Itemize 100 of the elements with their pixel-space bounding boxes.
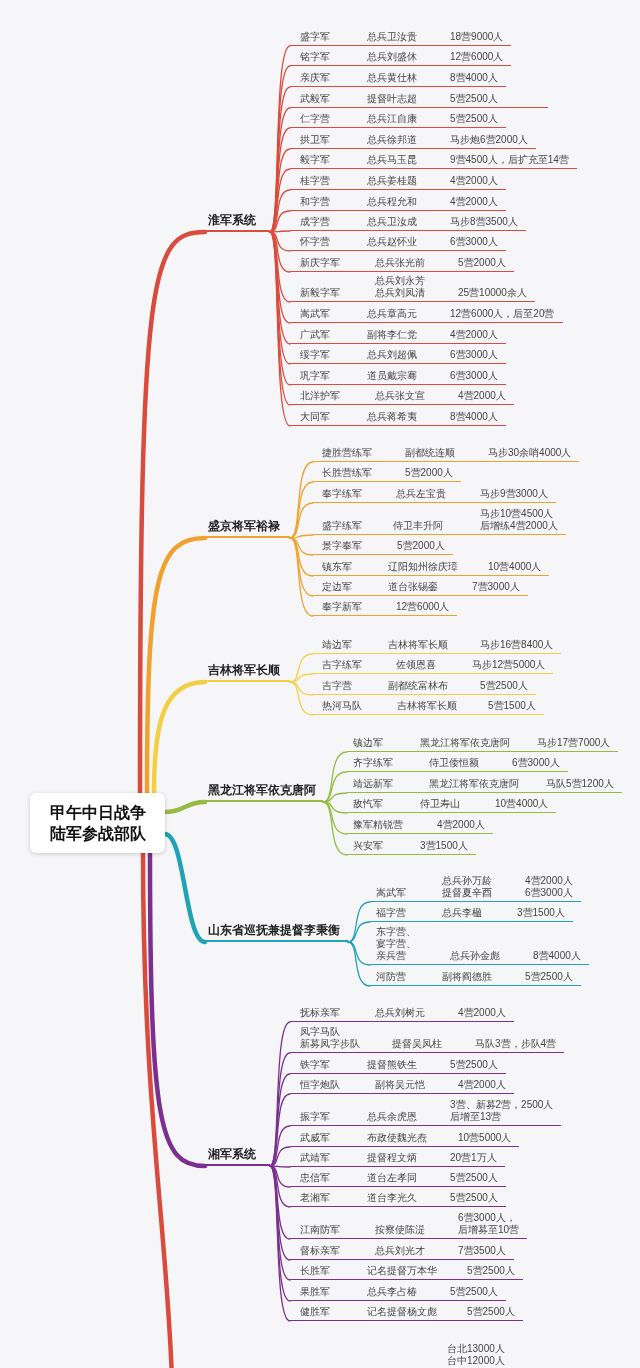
troop-strength: 4营2000人 [458,390,506,402]
commander-name: 总兵刘盛休 [367,51,417,63]
unit-name: 和字营 [300,196,330,208]
unit-name: 敌忾军 [353,798,383,810]
troop-strength: 7营3000人 [472,581,520,593]
unit-row [313,638,561,654]
central-topic: 甲午中日战争陆军参战部队 [30,793,165,853]
unit-row [290,274,535,302]
commander-name: 总兵余虎恩 [367,1111,417,1123]
commander-name: 侍卫寿山 [420,798,460,810]
troop-strength: 25营10000余人 [458,287,527,299]
unit-name: 亲庆军 [300,72,330,84]
unit-name: 吉字营 [322,680,352,692]
connector-line [289,481,314,539]
unit-name: 盛字练军 [322,520,362,532]
troop-strength: 8营4000人 [533,950,581,962]
unit-name: 忠信军 [300,1172,330,1184]
troop-strength: 马队3营，步队4营 [475,1038,557,1050]
troop-strength: 马步9营3000人 [480,488,548,500]
unit-row [347,777,622,793]
commander-name: 黑龙江将军依克唐阿 [429,778,519,790]
commander-name: 总兵章高元 [367,308,417,320]
branch-topic: 湘军系统 [205,1146,270,1166]
unit-name: 盛字军 [300,31,330,43]
unit-row [313,658,553,674]
unit-row [313,446,579,462]
connector-line [269,231,291,273]
troop-strength: 12营6000人 [450,51,504,63]
connector-line [269,148,291,233]
unit-name: 怀字营 [300,236,330,248]
connector-line [347,941,371,966]
branch-topic: 黑龙江将军依克唐阿 [205,782,323,802]
connector-line [347,901,371,943]
unit-name: 东字营、宴字营、亲兵营 [376,926,417,962]
troop-strength: 马步30余哨4000人 [488,447,572,459]
connector-line [322,801,348,814]
commander-name: 总兵刘凤清 [375,287,425,299]
unit-name: 新庆字军 [300,257,340,269]
unit-row [290,215,526,231]
unit-row [290,410,506,426]
branch-connector [144,535,208,796]
commander-name: 道台李光久 [367,1192,417,1204]
troop-strength: 6营3000人 [450,370,498,382]
unit-row [290,133,536,149]
unit-row [370,925,589,965]
commander-name: 提督熊铁生 [367,1059,417,1071]
commander-name: 总兵黄仕林 [367,72,417,84]
troop-strength: 6营3000人 [512,757,560,769]
troop-strength: 4营2000人 [458,1007,506,1019]
unit-name: 吉字练军 [322,659,362,671]
unit-row [313,560,549,576]
unit-name: 福字营 [376,907,406,919]
unit-row [290,1131,519,1147]
unit-name: 成字营 [300,216,330,228]
unit-row [290,1264,523,1280]
commander-name: 提督叶志超 [367,93,417,105]
branch-connector [137,229,208,796]
commander-name: 总兵刘树元 [375,1007,425,1019]
unit-name: 果胜军 [300,1286,330,1298]
troop-strength: 5营2500人 [480,680,528,692]
unit-name: 长胜军 [300,1265,330,1277]
commander-name: 总兵卫汝贵 [367,31,417,43]
unit-row [290,307,563,323]
unit-row [290,92,548,108]
troop-strength: 5营2500人 [450,93,498,105]
unit-row [290,1285,506,1301]
connector-line [289,681,314,716]
commander-name: 总兵孙万龄 [442,875,492,887]
troop-strength: 4营2000人 [458,1079,506,1091]
unit-name: 定边军 [322,581,352,593]
unit-name: 镇东军 [322,561,352,573]
unit-row [290,1305,523,1321]
commander-name: 副都统富林布 [388,680,448,692]
troop-strength: 10营4000人 [488,561,542,573]
commander-name: 总兵程允和 [367,196,417,208]
troop-strength: 6营3000人， [458,1212,516,1224]
unit-row [347,818,493,834]
unit-row [290,1006,514,1022]
commander-name: 总兵李楹 [442,907,482,919]
unit-row [290,1191,506,1207]
troop-strength: 后增至13营 [450,1111,502,1123]
troop-strength: 7营3500人 [458,1245,506,1257]
unit-name: 镇边军 [353,737,383,749]
branch-topic: 山东省巡抚兼提督李秉衡 [205,922,348,942]
troop-strength: 3营1500人 [420,840,468,852]
commander-name: 副将李仁党 [367,329,417,341]
commander-name: 副将吴元恺 [375,1079,425,1091]
unit-name: 拱卫军 [300,134,330,146]
commander-name: 吉林将军长顺 [397,700,457,712]
unit-row [347,736,618,752]
unit-row [290,50,511,66]
troop-strength: 马步12营5000人 [472,659,546,671]
troop-strength: 马步8营3500人 [450,216,518,228]
unit-row [290,1151,505,1167]
troop-strength: 5营2000人 [405,467,453,479]
troop-strength: 10营5000人 [458,1132,512,1144]
unit-name: 老湘军 [300,1192,330,1204]
troop-strength: 6营3000人 [450,236,498,248]
unit-row [290,1244,514,1260]
troop-strength: 5营2000人 [397,540,445,552]
